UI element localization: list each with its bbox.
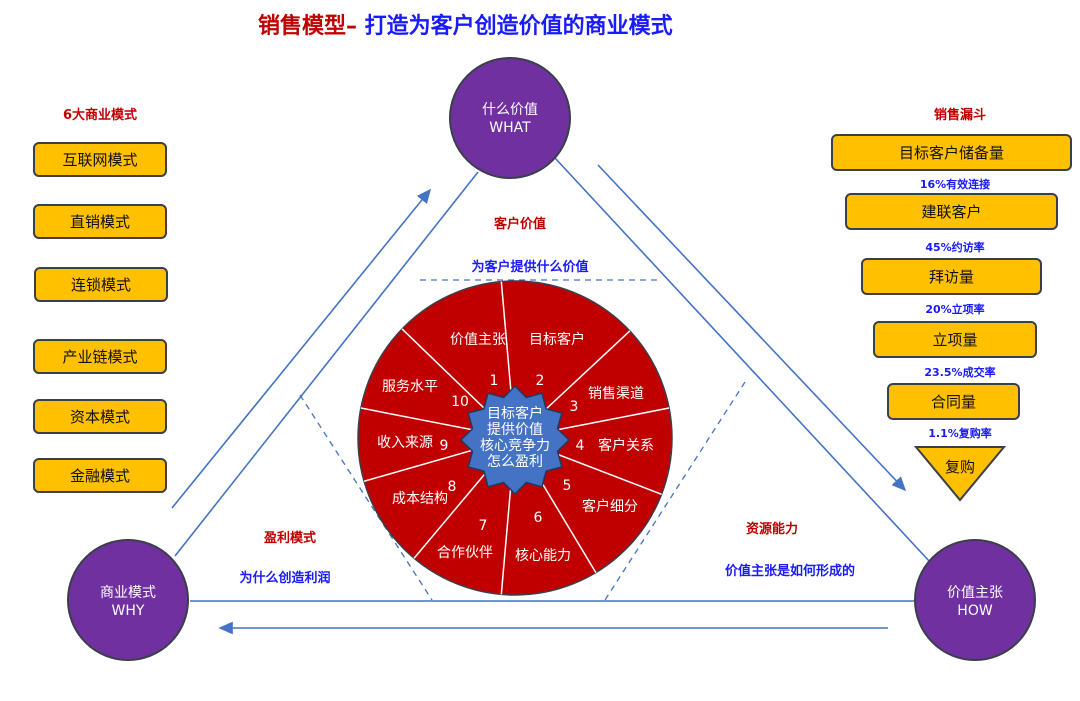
- model-item[interactable]: 资本模式: [33, 399, 167, 434]
- arrow-why-to-what: [171, 188, 432, 509]
- hub-line: 目标客户: [487, 405, 543, 422]
- segment-label[interactable]: 目标客户: [529, 331, 585, 348]
- model-item[interactable]: 金融模式: [33, 458, 167, 493]
- segment-number: 2: [536, 373, 545, 389]
- funnel-rate: 20%立项率: [925, 303, 985, 316]
- node-why[interactable]: 商业模式 WHY: [67, 539, 189, 661]
- hub-line: 核心竞争力: [480, 437, 550, 454]
- segment-number: 5: [563, 478, 572, 494]
- svg-text:价值主张: 价值主张: [947, 585, 1003, 601]
- business-model-wheel: 目标客户提供价值核心竞争力怎么盈利价值主张1目标客户2销售渠道3客户关系4客户细…: [357, 280, 673, 596]
- segment-label[interactable]: 价值主张: [450, 332, 506, 348]
- hub-line: 怎么盈利: [487, 454, 543, 470]
- funnel-stage[interactable]: 拜访量: [861, 258, 1042, 295]
- segment-label[interactable]: 成本结构: [392, 491, 448, 507]
- node-how[interactable]: 价值主张 HOW: [914, 539, 1036, 661]
- segment-number: 4: [576, 438, 585, 454]
- model-item[interactable]: 产业链模式: [33, 339, 167, 374]
- segment-number: 3: [570, 399, 579, 415]
- segment-label[interactable]: 收入来源: [377, 435, 433, 451]
- segment-label[interactable]: 合作伙伴: [437, 545, 493, 561]
- edge-left-title: 盈利模式: [263, 531, 316, 546]
- segment-label[interactable]: 核心能力: [515, 548, 571, 564]
- segment-label[interactable]: 客户关系: [598, 437, 654, 454]
- funnel-rate: 45%约访率: [925, 241, 985, 254]
- svg-text:WHY: WHY: [112, 603, 145, 619]
- segment-number: 1: [490, 373, 499, 389]
- node-what[interactable]: 什么价值 WHAT: [449, 57, 571, 179]
- edge-top-title: 客户价值: [493, 217, 546, 232]
- wheel-hub: [459, 384, 571, 496]
- segment-label[interactable]: 客户细分: [582, 498, 638, 515]
- svg-text:什么价值: 什么价值: [482, 102, 538, 118]
- segment-number: 9: [440, 438, 449, 454]
- segment-label[interactable]: 服务水平: [382, 379, 438, 395]
- funnel-stage[interactable]: 目标客户储备量: [831, 134, 1072, 171]
- funnel-heading: 销售漏斗: [933, 108, 986, 123]
- svg-text:商业模式: 商业模式: [100, 585, 156, 601]
- edge-what-how: [554, 157, 931, 563]
- dashed-left: [299, 394, 433, 601]
- segment-label[interactable]: 销售渠道: [588, 386, 644, 402]
- funnel-rate: 16%有效连接: [919, 178, 991, 191]
- funnel-stage[interactable]: 建联客户: [845, 193, 1058, 230]
- segment-number: 7: [479, 518, 488, 534]
- hub-line: 提供价值: [487, 422, 543, 438]
- model-item[interactable]: 直销模式: [33, 204, 167, 239]
- funnel-final-triangle: 复购: [913, 446, 1007, 502]
- funnel-rate: 23.5%成交率: [924, 366, 996, 379]
- left-panel-heading: 6大商业模式: [62, 108, 138, 123]
- segment-number: 10: [451, 394, 469, 410]
- segment-number: 6: [534, 510, 543, 526]
- model-item[interactable]: 连锁模式: [34, 267, 168, 302]
- arrow-what-to-how: [597, 164, 907, 492]
- edge-why-what: [174, 171, 479, 557]
- edge-right-subtitle: 价值主张是如何形成的: [724, 564, 855, 579]
- svg-text:复购: 复购: [945, 458, 975, 476]
- funnel-rate: 1.1%复购率: [928, 427, 992, 440]
- edge-top-subtitle: 为客户提供什么价值: [471, 260, 589, 275]
- funnel-stage[interactable]: 立项量: [873, 321, 1037, 358]
- svg-text:HOW: HOW: [957, 603, 993, 619]
- svg-text:WHAT: WHAT: [489, 120, 531, 136]
- funnel-stage[interactable]: 合同量: [887, 383, 1020, 420]
- segment-number: 8: [448, 479, 457, 495]
- edge-left-subtitle: 为什么创造利润: [239, 571, 331, 586]
- model-item[interactable]: 互联网模式: [33, 142, 167, 177]
- page-title: 销售模型– 打造为客户创造价值的商业模式: [258, 14, 673, 39]
- edge-right-title: 资源能力: [745, 522, 798, 537]
